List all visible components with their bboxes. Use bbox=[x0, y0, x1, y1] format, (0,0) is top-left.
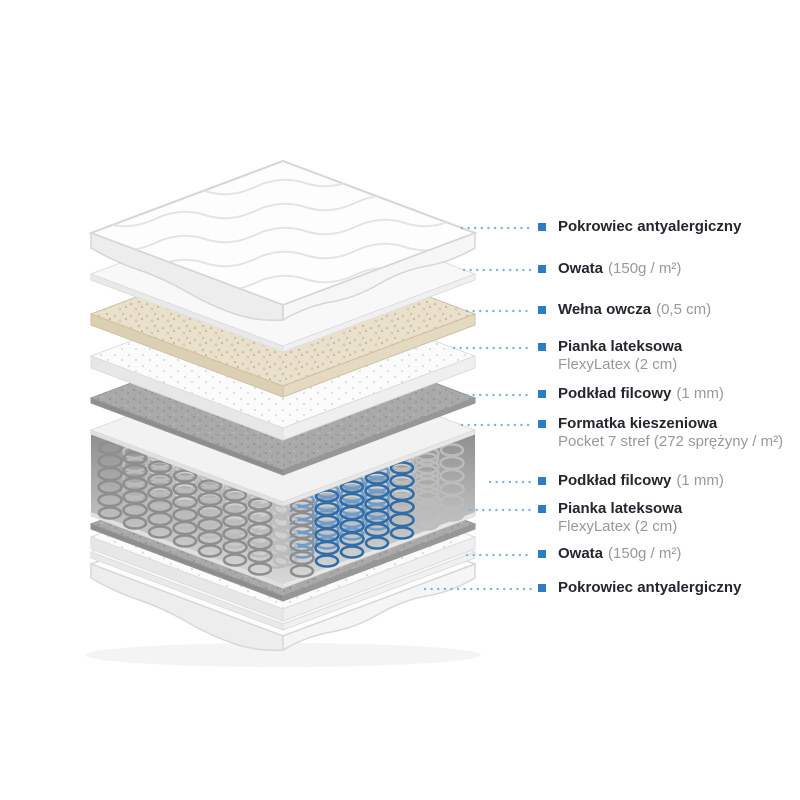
layer-label-latex-top: Pianka lateksowa FlexyLatex (2 cm) bbox=[538, 338, 687, 373]
bullet-square-icon bbox=[538, 223, 546, 231]
layer-label-detail: (150g / m²) bbox=[608, 545, 682, 562]
bullet-square-icon bbox=[538, 550, 546, 558]
layer-label-title: Pokrowiec antyalergiczny bbox=[558, 218, 742, 235]
layer-label-subtitle: FlexyLatex (2 cm) bbox=[558, 356, 678, 373]
layer-label-pocket-springs: Formatka kieszeniowa Pocket 7 stref (272… bbox=[538, 415, 783, 450]
bullet-square-icon bbox=[538, 265, 546, 273]
ground-shadow bbox=[85, 643, 481, 667]
layer-label-title: Owata bbox=[558, 545, 604, 562]
layer-label-title: Pokrowiec antyalergiczny bbox=[558, 579, 742, 596]
layer-label-subtitle: FlexyLatex (2 cm) bbox=[558, 518, 678, 535]
leader-lines bbox=[423, 226, 534, 591]
bullet-square-icon bbox=[538, 584, 546, 592]
layer-label-owata-top: Owata(150g / m²) bbox=[538, 260, 681, 278]
layer-label-cover-top: Pokrowiec antyalergiczny bbox=[538, 218, 746, 236]
bullet-square-icon bbox=[538, 390, 546, 398]
layer-label-detail: (150g / m²) bbox=[608, 260, 682, 277]
layer-label-title: Pianka lateksowa bbox=[558, 500, 683, 517]
layer-label-title: Podkład filcowy bbox=[558, 472, 672, 489]
layer-label-subtitle: Pocket 7 stref (272 sprężyny / m²) bbox=[558, 433, 784, 450]
layer-label-title: Podkład filcowy bbox=[558, 385, 672, 402]
layer-label-wool: Wełna owcza(0,5 cm) bbox=[538, 301, 711, 319]
layer-cover-top-illustration bbox=[88, 159, 478, 322]
bullet-square-icon bbox=[538, 420, 546, 428]
layer-label-felt-top: Podkład filcowy(1 mm) bbox=[538, 385, 724, 403]
layer-label-detail: (0,5 cm) bbox=[656, 301, 712, 318]
layer-label-title: Pianka lateksowa bbox=[558, 338, 683, 355]
layer-label-cover-bottom: Pokrowiec antyalergiczny bbox=[538, 579, 746, 597]
layer-label-detail: (1 mm) bbox=[676, 472, 724, 489]
layer-label-title: Formatka kieszeniowa bbox=[558, 415, 718, 432]
bullet-square-icon bbox=[538, 505, 546, 513]
bullet-square-icon bbox=[538, 477, 546, 485]
layer-label-felt-bottom: Podkład filcowy(1 mm) bbox=[538, 472, 724, 490]
bullet-square-icon bbox=[538, 343, 546, 351]
layer-label-owata-bottom: Owata(150g / m²) bbox=[538, 545, 681, 563]
layer-label-detail: (1 mm) bbox=[676, 385, 724, 402]
layer-label-title: Wełna owcza bbox=[558, 301, 652, 318]
bullet-square-icon bbox=[538, 306, 546, 314]
layer-label-latex-bottom: Pianka lateksowa FlexyLatex (2 cm) bbox=[538, 500, 687, 535]
layer-label-title: Owata bbox=[558, 260, 604, 277]
